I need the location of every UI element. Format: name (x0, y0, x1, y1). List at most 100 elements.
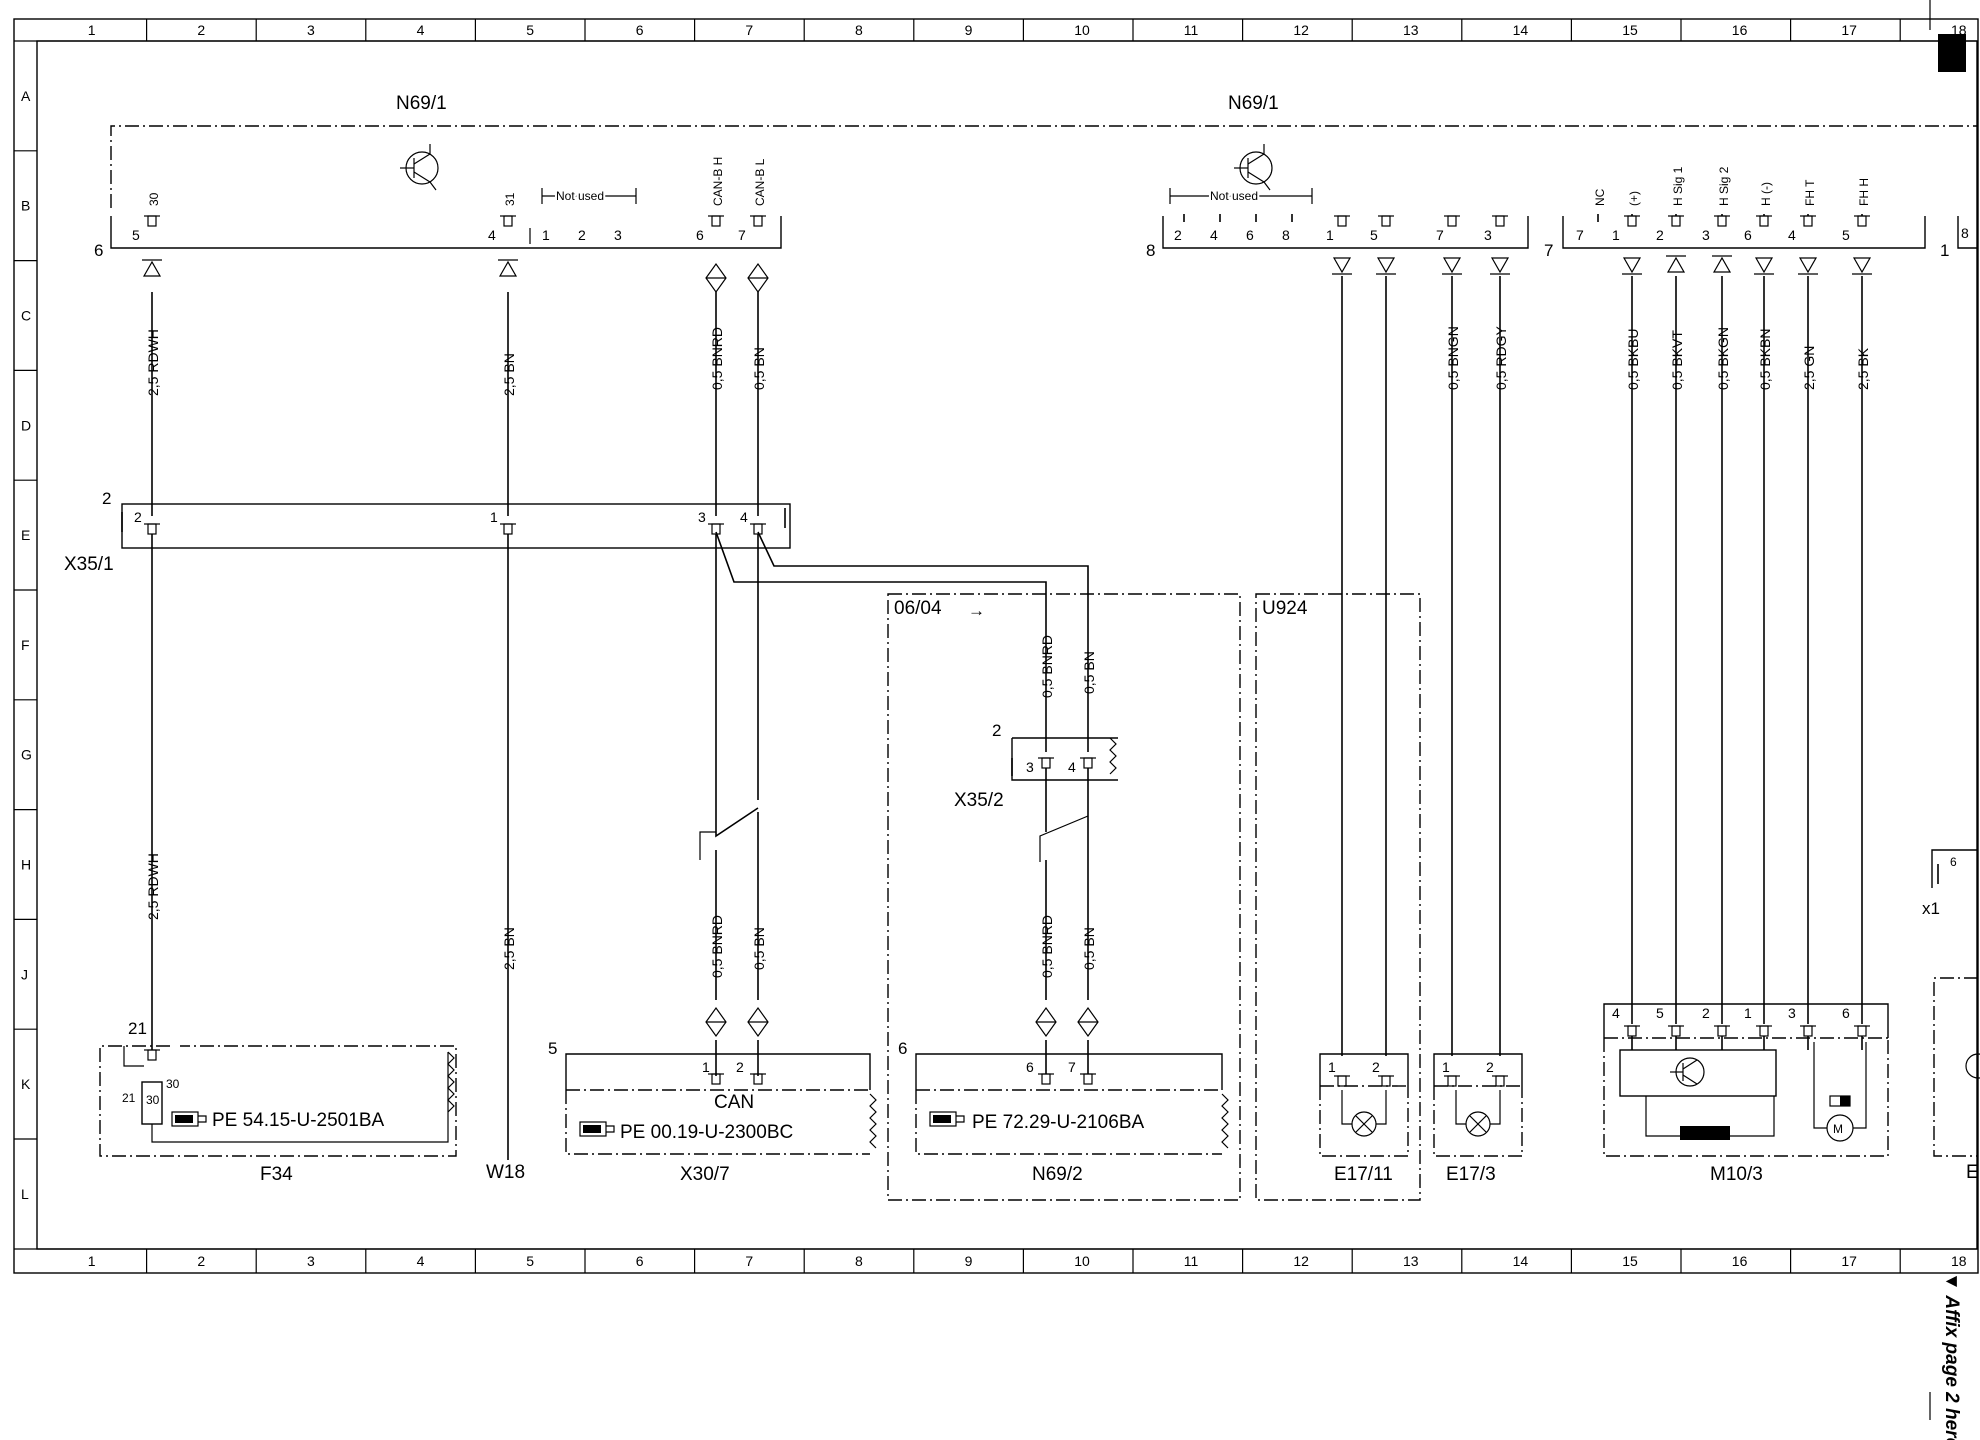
column-number: 12 (1293, 22, 1309, 38)
n69-1-connector-6 (110, 216, 782, 249)
pin-function: 30 (147, 192, 161, 206)
n69-1-right-label: N69/1 (1228, 93, 1279, 114)
x30-7-label: X30/7 (680, 1164, 730, 1185)
wire-label: 0,5 RDGY (1493, 326, 1509, 390)
column-number: 13 (1403, 22, 1419, 38)
can-bus-label: CAN (714, 1092, 754, 1113)
pin-terminal (1447, 215, 1457, 227)
pin-terminal (1759, 215, 1769, 227)
column-number: 4 (417, 1253, 425, 1269)
can-l-crossover (757, 531, 1089, 608)
column-number: 4 (417, 22, 425, 38)
transistor-icon (400, 144, 439, 191)
sheet-frame (13, 18, 1979, 1274)
pin-number: 5 (1656, 1005, 1664, 1021)
pin-number: 1 (1442, 1059, 1450, 1075)
column-number: 15 (1622, 1253, 1638, 1269)
pin-terminal (1381, 215, 1391, 227)
far-right-component: E (1933, 977, 1980, 1183)
column-number: 2 (197, 1253, 205, 1269)
w18-label: W18 (486, 1162, 525, 1183)
pin-number: 7 (1576, 227, 1584, 243)
pin-number: 5 (132, 227, 140, 243)
row-letter: K (21, 1076, 31, 1092)
pin-number: 1 (1328, 1059, 1336, 1075)
pin-terminal (1857, 215, 1867, 227)
pin-number: 1 (1326, 227, 1334, 243)
f34-label: F34 (260, 1164, 293, 1185)
pin-number: 3 (698, 509, 706, 525)
far-right-label: E (1966, 1162, 1979, 1183)
arrow-down-icon (1622, 257, 1642, 274)
arrow-down-icon (1852, 257, 1872, 274)
arrow-up-icon (142, 260, 162, 277)
column-number: 13 (1403, 1253, 1419, 1269)
pin-label: 21 (122, 1091, 136, 1105)
pin-number: 6 (1246, 227, 1254, 243)
pin-terminal (503, 215, 513, 227)
column-number: 15 (1622, 22, 1638, 38)
e17-3-component: 1 2 E17/3 (1433, 1053, 1523, 1185)
pin-terminal (711, 215, 721, 227)
row-letter: F (21, 637, 30, 653)
e17-11-component: 1 2 E17/11 (1319, 1053, 1409, 1185)
e17-11-label: E17/11 (1334, 1164, 1393, 1185)
row-letter: C (21, 308, 31, 324)
reference-link[interactable]: PE 54.15-U-2501BA (212, 1110, 384, 1131)
column-number: 16 (1732, 1253, 1748, 1269)
wire-label: 0,5 BN (1081, 651, 1097, 694)
transistor-icon (1670, 1057, 1705, 1087)
pin-number: 6 (1026, 1059, 1034, 1075)
pin-number: 2 (1702, 1005, 1710, 1021)
column-number: 8 (855, 1253, 863, 1269)
pin-terminal (1495, 1075, 1505, 1087)
x35-2-connector: 2 X35/2 3 4 (954, 721, 1118, 811)
column-number: 17 (1841, 1253, 1857, 1269)
transistor-icon (1234, 144, 1273, 191)
n69-2-label: N69/2 (1032, 1164, 1083, 1185)
pin-terminal (1803, 215, 1813, 227)
wire-label: 0,5 BNRD (709, 327, 725, 390)
pin-function: NC (1593, 188, 1607, 206)
connector-number: 2 (102, 489, 111, 508)
connector-number: 6 (94, 241, 103, 260)
row-letter: G (21, 747, 32, 763)
reference-link[interactable]: PE 72.29-U-2106BA (972, 1112, 1144, 1133)
wire (715, 534, 759, 1000)
motor-icon: M (1826, 1095, 1854, 1142)
n69-1-left-label: N69/1 (396, 93, 447, 114)
pin-terminal (147, 523, 157, 535)
arrow-down-icon (1798, 257, 1818, 274)
pin-number: 7 (1068, 1059, 1076, 1075)
column-number: 11 (1184, 22, 1199, 38)
connector-number: 21 (128, 1019, 147, 1038)
wire-label: 0,5 BN (751, 347, 767, 390)
pin-number: 2 (1372, 1059, 1380, 1075)
m10-3-component: M M10/3 (1603, 1003, 1889, 1185)
pin-number: 2 (1656, 227, 1664, 243)
pin-terminal (753, 215, 763, 227)
affix-note: ▼ Affix page 2 here ▼ (1941, 1272, 1962, 1440)
pin-number: 3 (1788, 1005, 1796, 1021)
pin-number: 6 (696, 227, 704, 243)
not-used-label: Not used (1210, 189, 1258, 203)
row-letter: B (21, 198, 30, 214)
pin-number: 4 (1612, 1005, 1620, 1021)
pin-number: 4 (1788, 227, 1796, 243)
wire-label: 0,5 BKBN (1757, 329, 1773, 390)
connector-number: 6 (898, 1039, 907, 1058)
pin-terminal (1337, 1075, 1347, 1087)
pin-number: 6 (1950, 855, 1957, 869)
pin-number: 1 (702, 1059, 710, 1075)
u924-box: U924 (1255, 593, 1421, 1201)
row-letter: L (21, 1186, 29, 1202)
pin-terminal (1083, 757, 1093, 769)
pin-number: 2 (578, 227, 586, 243)
x1-label: x1 (1922, 899, 1940, 918)
pin-terminal (1447, 1075, 1457, 1087)
reference-link[interactable]: PE 00.19-U-2300BC (620, 1122, 793, 1143)
pin-function: FH H (1857, 178, 1871, 206)
pin-number: 1 (1744, 1005, 1752, 1021)
